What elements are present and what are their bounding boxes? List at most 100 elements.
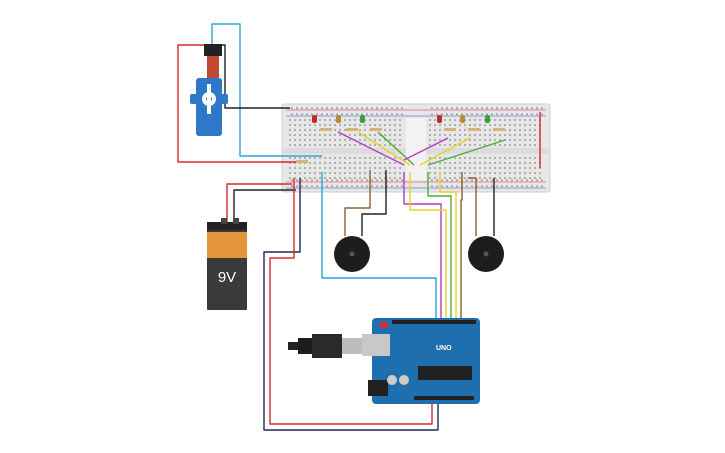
breadboard-rail-hole xyxy=(511,185,513,188)
piezo-right-lead-brown xyxy=(468,177,477,236)
signal-wire-yellow xyxy=(409,172,447,322)
breadboard-hole xyxy=(524,157,526,159)
led-yellow-left xyxy=(336,115,341,123)
breadboard-hole xyxy=(434,119,436,121)
breadboard-hole xyxy=(519,172,521,174)
breadboard-hole xyxy=(494,134,496,136)
breadboard-hole xyxy=(484,139,486,141)
breadboard-hole xyxy=(434,167,436,169)
breadboard-hole xyxy=(389,139,391,141)
breadboard-hole xyxy=(509,129,511,131)
breadboard-rail-hole xyxy=(346,113,348,116)
breadboard-hole xyxy=(464,144,466,146)
breadboard-hole xyxy=(339,124,341,126)
breadboard-rail-hole xyxy=(381,113,383,116)
breadboard-hole xyxy=(519,167,521,169)
breadboard-hole xyxy=(514,144,516,146)
breadboard-hole xyxy=(334,167,336,169)
resistor-servo xyxy=(296,160,308,163)
breadboard-hole xyxy=(359,139,361,141)
breadboard-hole xyxy=(299,119,301,121)
breadboard-rail-hole xyxy=(386,113,388,116)
breadboard-hole xyxy=(484,134,486,136)
breadboard-hole xyxy=(314,172,316,174)
breadboard-rail-hole xyxy=(296,185,298,188)
breadboard-rail-hole xyxy=(306,113,308,116)
breadboard-rail-hole xyxy=(366,113,368,116)
breadboard-rail-hole xyxy=(356,185,358,188)
breadboard-hole xyxy=(309,172,311,174)
breadboard-hole xyxy=(454,139,456,141)
breadboard-hole xyxy=(319,139,321,141)
breadboard-hole xyxy=(289,124,291,126)
breadboard xyxy=(281,103,551,193)
breadboard-hole xyxy=(329,157,331,159)
breadboard-hole xyxy=(429,167,431,169)
breadboard-rail-hole xyxy=(431,113,433,116)
breadboard-rail-hole xyxy=(396,179,398,182)
breadboard-hole xyxy=(534,134,536,136)
breadboard-hole xyxy=(454,157,456,159)
breadboard-hole xyxy=(479,162,481,164)
breadboard-hole xyxy=(314,139,316,141)
breadboard-hole xyxy=(329,167,331,169)
signal-wire-purple xyxy=(403,172,442,322)
breadboard-hole xyxy=(519,162,521,164)
led-group-right xyxy=(437,115,505,131)
breadboard-hole xyxy=(474,139,476,141)
breadboard-hole xyxy=(354,167,356,169)
breadboard-hole xyxy=(534,157,536,159)
breadboard-rail-hole xyxy=(456,179,458,182)
breadboard-hole xyxy=(289,157,291,159)
led-red-right xyxy=(437,115,442,123)
breadboard-hole xyxy=(304,157,306,159)
breadboard-hole xyxy=(349,134,351,136)
breadboard-rail-hole xyxy=(431,179,433,182)
breadboard-hole xyxy=(514,119,516,121)
breadboard-hole xyxy=(359,134,361,136)
breadboard-rail-hole xyxy=(306,185,308,188)
breadboard-hole xyxy=(449,119,451,121)
breadboard-hole xyxy=(309,177,311,179)
breadboard-hole xyxy=(294,124,296,126)
breadboard-hole xyxy=(529,139,531,141)
led-wire-purple-left xyxy=(337,131,405,166)
breadboard-hole xyxy=(454,167,456,169)
breadboard-rail-hole xyxy=(496,113,498,116)
breadboard-hole xyxy=(464,167,466,169)
breadboard-rail-hole xyxy=(526,113,528,116)
breadboard-hole xyxy=(504,144,506,146)
piezo-left-lead-brown xyxy=(344,170,371,236)
breadboard-hole xyxy=(499,124,501,126)
breadboard-hole xyxy=(474,162,476,164)
breadboard-rail-hole xyxy=(446,107,448,110)
breadboard-rail-hole xyxy=(341,107,343,110)
breadboard-rail-hole xyxy=(446,113,448,116)
breadboard-hole xyxy=(519,129,521,131)
breadboard-hole xyxy=(394,119,396,121)
breadboard-hole xyxy=(309,124,311,126)
breadboard-hole xyxy=(379,139,381,141)
breadboard-rail-hole xyxy=(321,113,323,116)
breadboard-hole xyxy=(504,172,506,174)
breadboard-hole xyxy=(344,144,346,146)
breadboard-hole xyxy=(464,157,466,159)
breadboard-hole xyxy=(429,172,431,174)
breadboard-hole xyxy=(454,134,456,136)
breadboard-rail-hole xyxy=(401,185,403,188)
breadboard-rail-hole xyxy=(536,107,538,110)
breadboard-hole xyxy=(314,177,316,179)
breadboard-hole xyxy=(529,167,531,169)
breadboard-rail-hole xyxy=(291,107,293,110)
resistor-left-3 xyxy=(370,128,382,131)
breadboard-hole xyxy=(349,157,351,159)
breadboard-hole xyxy=(359,172,361,174)
breadboard-hole xyxy=(294,144,296,146)
breadboard-hole xyxy=(304,172,306,174)
breadboard-hole xyxy=(464,124,466,126)
breadboard-hole xyxy=(469,134,471,136)
breadboard-hole xyxy=(489,172,491,174)
breadboard-hole xyxy=(324,134,326,136)
breadboard-hole xyxy=(369,124,371,126)
led-group-left xyxy=(312,115,382,131)
